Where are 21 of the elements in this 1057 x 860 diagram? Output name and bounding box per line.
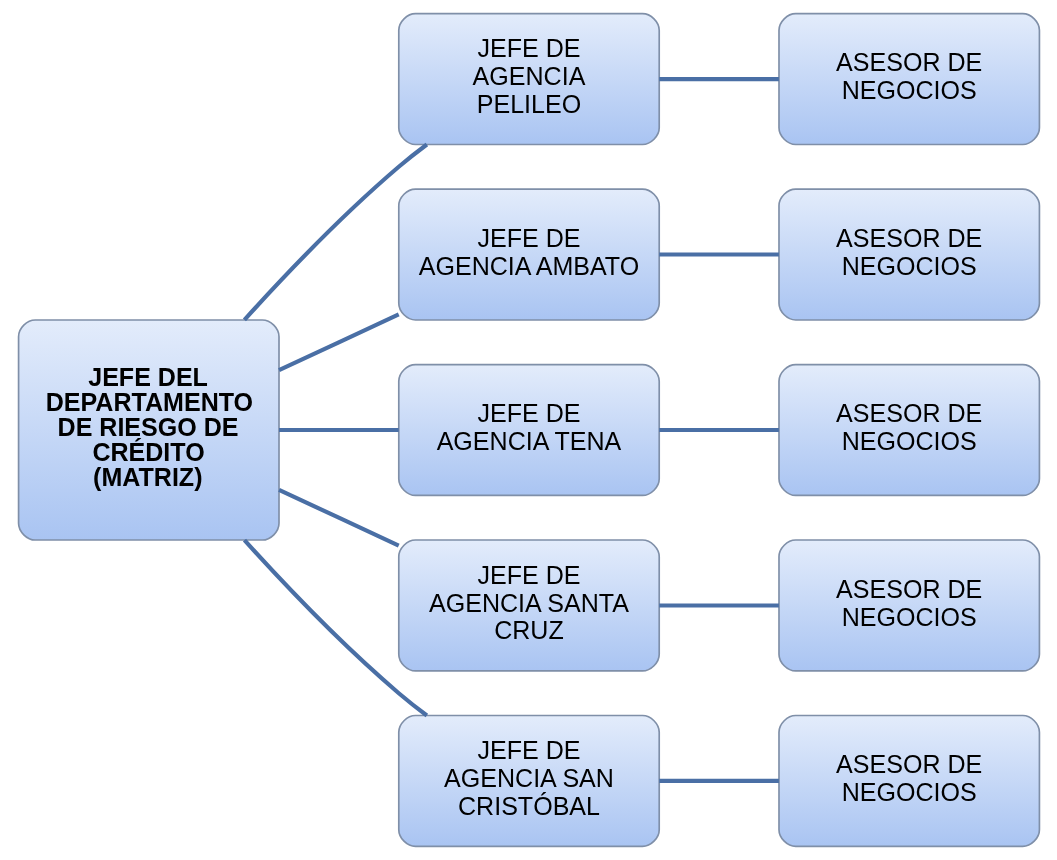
connector: [242, 142, 428, 322]
connector: [277, 312, 400, 372]
node-box: JEFE DEL DEPARTAMENTO DE RIESGO DE CRÉDITO (MATRIZ): [17, 319, 280, 541]
connector: [658, 427, 779, 433]
node-box: JEFE DE AGENCIA TENA: [397, 363, 660, 497]
node-box: JEFE DE AGENCIA SANTA CRUZ: [397, 539, 660, 672]
node-box: ASESOR DE NEGOCIOS: [777, 539, 1040, 672]
node-box: ASESOR DE NEGOCIOS: [777, 188, 1040, 321]
node-box: ASESOR DE NEGOCIOS: [777, 714, 1040, 848]
node-box: ASESOR DE NEGOCIOS: [777, 363, 1040, 497]
node-box: JEFE DE AGENCIA PELILEO: [397, 12, 660, 146]
connector: [277, 488, 400, 548]
connector: [658, 76, 779, 82]
connector: [658, 778, 779, 784]
connector: [658, 252, 779, 257]
node-box: JEFE DE AGENCIA SAN CRISTÓBAL: [397, 714, 660, 848]
connector: [278, 427, 399, 433]
node-box: ASESOR DE NEGOCIOS: [777, 12, 1040, 146]
connector: [658, 603, 779, 608]
connector: [242, 538, 428, 718]
node-box: JEFE DE AGENCIA AMBATO: [397, 188, 660, 321]
